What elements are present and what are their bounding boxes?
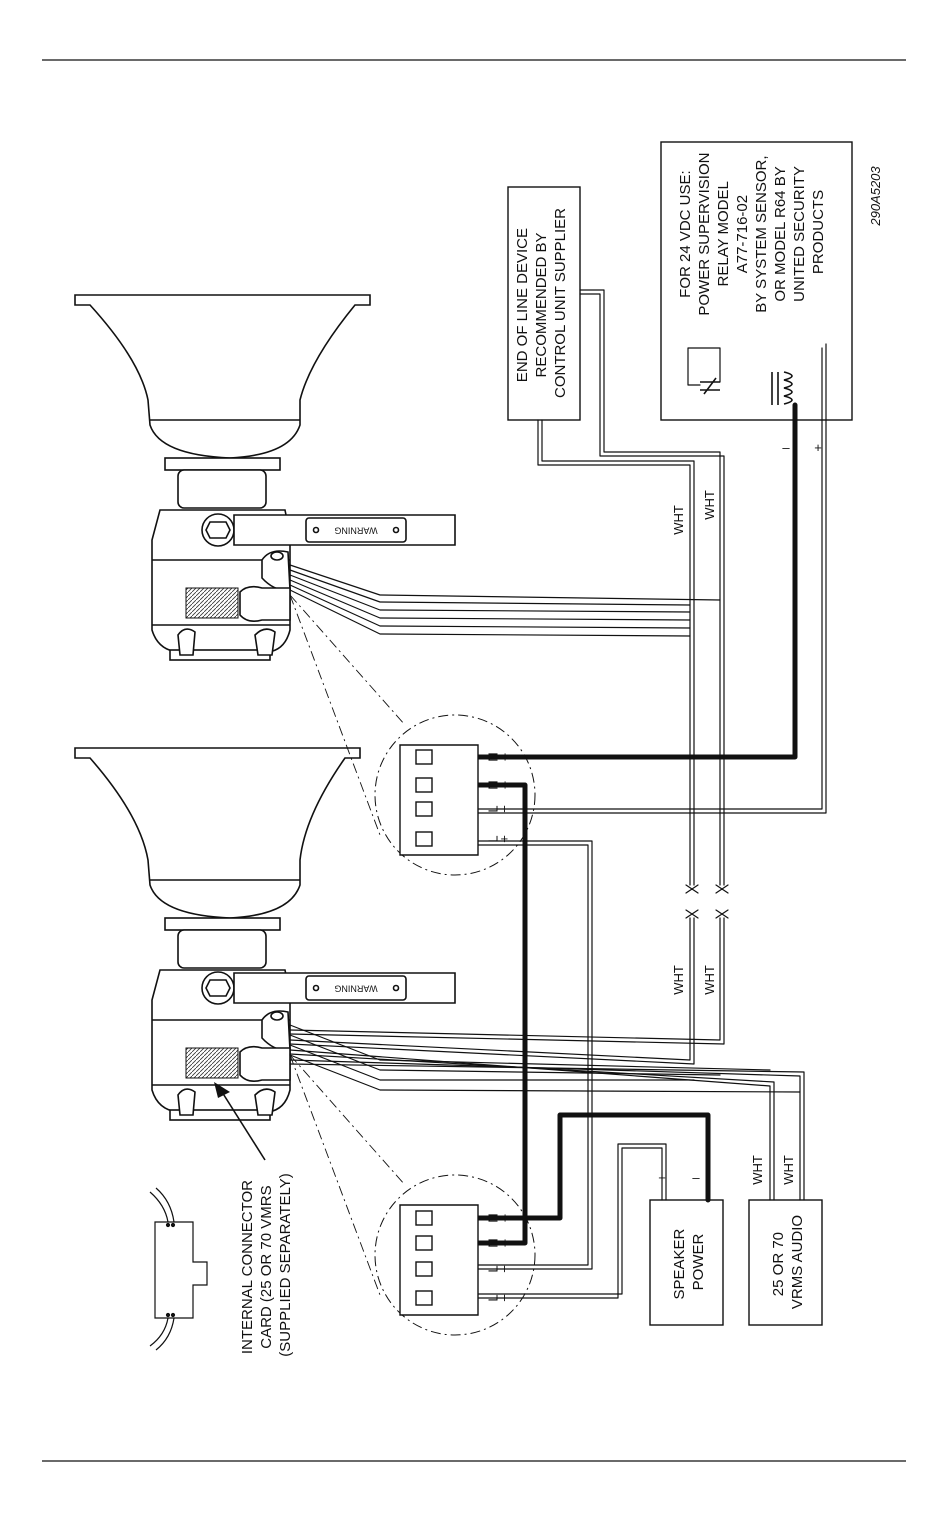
eol-line-3: CONTROL UNIT SUPPLIER [552, 208, 569, 398]
connector-card-text: INTERNAL CONNECTOR CARD (25 OR 70 VMRS (… [239, 1173, 294, 1356]
eol-line-1: END OF LINE DEVICE [514, 228, 531, 382]
relay-plus: + [814, 440, 822, 455]
terminal-labels-2: N – N – L + L + [485, 1213, 511, 1301]
relay-coil-symbol [771, 371, 793, 405]
speaker-power-plus: + [658, 1170, 666, 1185]
speaker-power-line-1: SPEAKER [671, 1228, 688, 1299]
card-line-1: INTERNAL CONNECTOR [239, 1180, 256, 1354]
relay-minus: – [782, 440, 790, 455]
warning-label-2: WARNING [334, 984, 377, 994]
relay-line-6: OR MODEL R64 BY [772, 166, 789, 301]
callout-arrow [214, 1082, 266, 1161]
svg-text:N: N [485, 1238, 500, 1247]
svg-text:N: N [485, 752, 500, 761]
horn-speaker-2 [74, 747, 456, 1121]
svg-text:–: – [496, 781, 511, 789]
horn-speaker-1 [74, 294, 456, 661]
drawing-number: 290A5203 [868, 166, 883, 227]
svg-text:+: + [496, 835, 511, 843]
svg-text:–: – [496, 1214, 511, 1222]
speaker-power-box [649, 1199, 724, 1326]
connector-card-window-1 [185, 587, 239, 619]
svg-text:L: L [485, 1265, 500, 1272]
wht-label-3: WHT [671, 965, 686, 995]
speaker-power-minus: – [692, 1170, 700, 1185]
zoom-leader-1b [289, 594, 381, 836]
warning-label-1: WARNING [334, 526, 377, 536]
relay-box-text: FOR 24 VDC USE: POWER SUPERVISION RELAY … [677, 148, 827, 315]
wht-label-4: WHT [702, 965, 717, 995]
eol-device-text: END OF LINE DEVICE RECOMMENDED BY CONTRO… [514, 208, 569, 398]
relay-line-2: POWER SUPERVISION [696, 153, 713, 316]
svg-text:N: N [485, 1213, 500, 1222]
svg-text:L: L [485, 835, 500, 842]
eol-line-2: RECOMMENDED BY [533, 232, 550, 377]
eol-device-box [507, 186, 581, 421]
svg-text:–: – [496, 753, 511, 761]
svg-text:+: + [496, 1265, 511, 1273]
connector-card-window-2 [185, 1047, 239, 1079]
terminal-block-2 [399, 1204, 479, 1316]
zoom-leader-2b [289, 1054, 381, 1296]
svg-text:L: L [485, 805, 500, 812]
connector-zoom-circle-1 [374, 714, 536, 876]
svg-text:L: L [485, 1294, 500, 1301]
svg-text:N: N [485, 780, 500, 789]
wiring [289, 289, 827, 1299]
relay-line-4: A77-716-02 [734, 195, 751, 273]
relay-contact-symbol [700, 377, 720, 395]
relay-line-3: RELAY MODEL [715, 181, 732, 286]
relay-line-1: FOR 24 VDC USE: [677, 170, 694, 298]
zoom-leader-1a [289, 594, 406, 726]
wht-label-2: WHT [702, 490, 717, 520]
card-line-3: (SUPPLIED SEPARATELY) [277, 1173, 294, 1356]
relay-box [660, 141, 853, 421]
audio-line-2: VRMS AUDIO [789, 1215, 806, 1309]
terminal-labels-1: N – N – L + L + [485, 752, 511, 842]
card-line-2: CARD (25 OR 70 VMRS [258, 1185, 275, 1348]
wht-label-5: WHT [750, 1155, 765, 1185]
speaker-power-line-2: POWER [690, 1234, 707, 1291]
audio-source-box [748, 1199, 823, 1326]
relay-line-8: PRODUCTS [810, 190, 827, 274]
svg-text:–: – [496, 1239, 511, 1247]
svg-text:+: + [496, 805, 511, 813]
terminal-block-1 [399, 744, 479, 856]
speaker-power-text: SPEAKER POWER [671, 1224, 707, 1299]
audio-line-1: 25 OR 70 [770, 1232, 787, 1296]
audio-source-text: 25 OR 70 VRMS AUDIO [770, 1215, 806, 1309]
relay-line-7: UNITED SECURITY [791, 166, 808, 302]
svg-text:+: + [496, 1294, 511, 1302]
connector-card-detail [149, 1187, 208, 1351]
zoom-leader-2a [289, 1054, 406, 1186]
wht-label-6: WHT [781, 1155, 796, 1185]
connector-zoom-circle-2 [374, 1174, 536, 1336]
relay-line-5: BY SYSTEM SENSOR, [753, 155, 770, 312]
wht-label-1: WHT [671, 505, 686, 535]
